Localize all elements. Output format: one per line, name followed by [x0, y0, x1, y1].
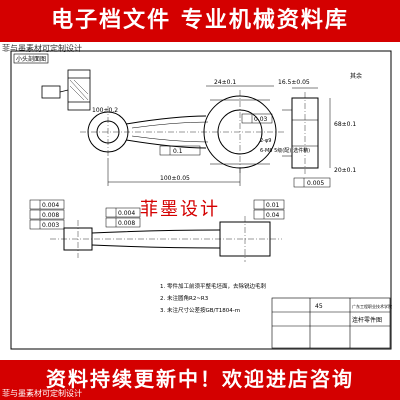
dim-hole-note: 2-φ9: [260, 138, 271, 144]
bottom-banner: 资料持续更新中！欢迎进店咨询: [0, 360, 400, 400]
top-watermark-text: 菲与墨素材可定制设计: [2, 44, 82, 53]
tol-frame-1: 0.1: [173, 148, 183, 155]
tol-lower-6: 0.01: [266, 202, 280, 209]
tolerance-frames-main: [159, 113, 331, 188]
top-view-shank-upper: [91, 229, 221, 234]
tol-lower-3: 0.003: [42, 222, 59, 229]
dim-big-end-width: 24±0.1: [214, 79, 236, 86]
tol-lower-1: 0.004: [42, 202, 59, 209]
dim-small-end: 100±0.2: [92, 107, 118, 114]
tol-lower-2: 0.008: [42, 212, 59, 219]
tolerance-frames-lower: [29, 199, 285, 230]
dimension-lines: [107, 85, 331, 186]
tol-frame-2: 0.005: [307, 180, 324, 187]
top-banner: 电子档文件 专业机械资料库: [0, 0, 400, 42]
note-1: 1. 零件加工前须平整毛坯面，去除锐边毛刺: [160, 282, 266, 290]
connecting-rod-main-view: [80, 90, 285, 174]
tol-lower-5: 0.008: [118, 220, 135, 227]
shank-lower: [125, 139, 207, 149]
engineering-drawing: 小头剖面图 其余: [10, 50, 392, 350]
roughness-note: 其余: [350, 72, 362, 80]
section-callout: [41, 85, 61, 99]
designer-stamp: 菲墨设计: [140, 199, 220, 220]
connecting-rod-top-view: [50, 216, 282, 262]
small-end-section: [41, 69, 91, 111]
note-3: 3. 未注尺寸公差按GB/T1804-m: [160, 306, 240, 314]
title-block-name: 连杆零件图: [352, 316, 382, 324]
tol-lower-4: 0.004: [118, 210, 135, 217]
tol-lower-7: 0.04: [266, 212, 280, 219]
title-block-material: 45: [315, 303, 323, 310]
tol-frame-3: 0.03: [254, 116, 268, 123]
drawing-frame: [10, 50, 392, 350]
drawing-svg: 小头剖面图 其余: [10, 50, 392, 350]
top-view-shank-lower: [91, 244, 221, 249]
dim-side-width: 16.5±0.05: [278, 79, 310, 86]
shank-upper: [125, 115, 207, 125]
title-block: [271, 297, 391, 349]
view-label: 小头剖面图: [16, 55, 46, 63]
dim-center-distance: 100±0.05: [160, 175, 190, 182]
dim-side-height: 68±0.1: [334, 121, 356, 128]
view-label-box: [13, 53, 49, 64]
title-block-school: 广东工程职业技术学院: [352, 303, 392, 309]
note-2: 2. 未注圆角R2~R3: [160, 294, 209, 302]
dim-side-lower: 20±0.1: [334, 167, 356, 174]
connecting-rod-side-view: [282, 92, 319, 174]
dim-thread-note: 6-M8 5级(配)(选件精): [260, 147, 310, 154]
technical-notes: 1. 零件加工前须平整毛坯面，去除锐边毛刺 2. 未注圆角R2~R3 3. 未注…: [160, 282, 266, 314]
bottom-watermark-text: 菲与墨素材可定制设计: [2, 389, 82, 398]
